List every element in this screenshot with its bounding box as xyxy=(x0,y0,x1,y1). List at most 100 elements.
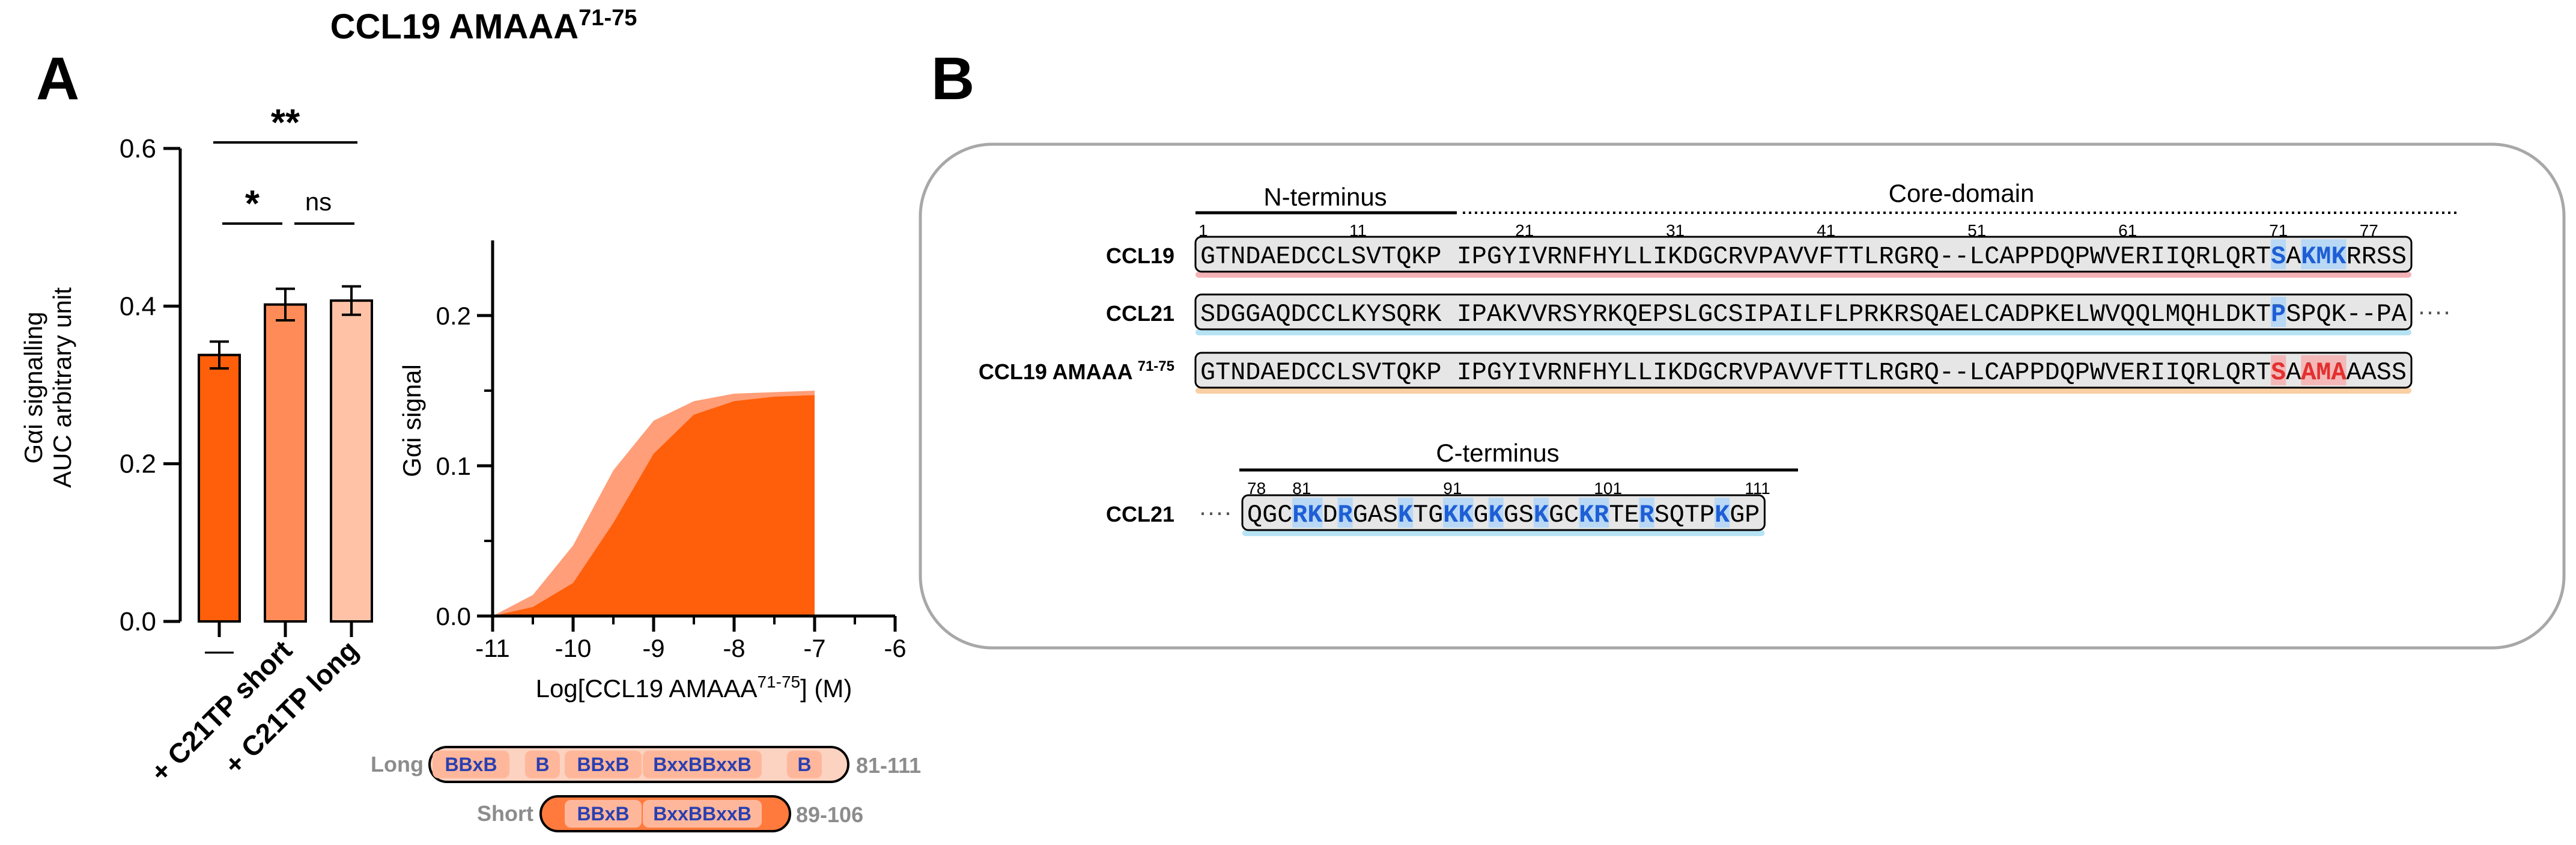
bar-category-labels: —+ C21TP short+ C21TP long xyxy=(144,634,364,788)
residue-highlight xyxy=(2331,355,2347,385)
curve-x-tick-label: -11 xyxy=(475,634,510,662)
curve-y-tick-label: 0.2 xyxy=(436,302,471,330)
sequence-text: GTNDAEDCCLSVTQKP IPGYIVRNFHYLLIKDGCRVPAV… xyxy=(1200,359,2407,387)
sequence-box xyxy=(1194,293,2413,331)
sequence-residue-highlighted: R xyxy=(1639,501,1654,529)
panel-b-letter: B xyxy=(931,45,974,112)
curve-x-tick-label: -9 xyxy=(642,634,664,662)
motif-label: BxxBBxxB xyxy=(653,803,752,825)
sequence-residue-highlighted: K xyxy=(2331,243,2347,271)
sequence-residue-highlighted: K xyxy=(1443,501,1458,529)
curve-chart: Gαi signal 0.00.10.2-11-10-9-8-7-6 Log[C… xyxy=(398,240,907,703)
region-label-nterm: N-terminus xyxy=(1263,183,1387,211)
sequence-name: CCL19 xyxy=(1106,243,1174,268)
sequence-residue-highlighted: A xyxy=(2301,359,2316,387)
curve-axes: 0.00.10.2-11-10-9-8-7-6 xyxy=(436,240,907,662)
bar xyxy=(264,303,307,623)
sequence-panel-frame xyxy=(919,142,2566,650)
curve-x-tick-label: -7 xyxy=(803,634,825,662)
significance-label: ns xyxy=(305,188,332,216)
residue-highlight xyxy=(1337,498,1353,528)
sequence-leading-dots: ···· xyxy=(1198,498,1232,526)
motif-label: B xyxy=(797,754,811,775)
residue-highlight xyxy=(2301,239,2316,269)
curve-x-axis-label: Log[CCL19 AMAAA71-75] (M) xyxy=(536,673,852,703)
significance-label: ** xyxy=(271,102,300,144)
peptide-range: 89-106 xyxy=(796,802,863,827)
bar-y-axis-label-line1: Gαi signalling xyxy=(19,311,47,463)
residue-highlight xyxy=(1639,498,1654,528)
curve-series xyxy=(493,391,815,616)
motif-box xyxy=(565,800,642,828)
bar-series xyxy=(198,285,373,637)
sequence-residue-highlighted: K xyxy=(1489,501,1504,529)
curve-y-tick-label: 0.0 xyxy=(436,602,471,630)
bar xyxy=(198,353,241,623)
peptide-label: Long xyxy=(371,752,424,776)
sequence-underline xyxy=(1195,388,2411,394)
sequence-residue-highlighted: K xyxy=(2301,243,2316,271)
bar-y-axis-label: Gαi signalling AUC arbitrary unit xyxy=(19,287,76,488)
motif-box xyxy=(433,751,509,778)
motif-label: BxxBBxxB xyxy=(653,754,752,775)
sequence-residue-highlighted: K xyxy=(1534,501,1549,529)
motif-box xyxy=(643,751,762,778)
residue-highlight xyxy=(1292,498,1308,528)
bar xyxy=(330,299,373,623)
residue-highlight xyxy=(1488,498,1504,528)
sequence-name: CCL21 xyxy=(1106,502,1174,526)
figure-title: CCL19 AMAAA71-75 xyxy=(330,5,637,46)
motif-box xyxy=(565,751,642,778)
peptide-label: Short xyxy=(477,801,533,826)
residue-highlight xyxy=(2316,239,2331,269)
residue-highlight xyxy=(1443,498,1459,528)
curve-y-tick-label: 0.1 xyxy=(436,452,471,480)
residue-highlight xyxy=(1579,498,1594,528)
curve-x-axis-label-superscript: 71-75 xyxy=(757,673,800,691)
sequence-residue-highlighted: R xyxy=(1594,501,1609,529)
sequence-residue-highlighted: S xyxy=(2271,359,2286,387)
sequence-text: SDGGAQDCCLKYSQRK IPAKVVRSYRKQEPSLGCSIPAI… xyxy=(1200,300,2407,329)
sequence-text: QGCRKDRGASKTGKKGKGSKGCKRTERSQTPKGP xyxy=(1247,501,1760,529)
sequence-underline xyxy=(1242,530,1765,536)
residue-highlight xyxy=(1307,498,1323,528)
sequence-underline xyxy=(1195,329,2411,335)
sequence-residue-highlighted: K xyxy=(1579,501,1594,529)
bar-y-tick-label: 0.0 xyxy=(120,607,156,636)
residue-highlight xyxy=(2331,239,2347,269)
bar-y-tick-label: 0.2 xyxy=(120,450,156,479)
sequence-residue-highlighted: A xyxy=(2331,359,2347,387)
sequence-residue-highlighted: K xyxy=(1715,501,1730,529)
residue-highlight xyxy=(1594,498,1609,528)
motif-label: B xyxy=(535,754,549,775)
curve-x-tick-label: -6 xyxy=(884,634,906,662)
residue-highlight xyxy=(1533,498,1549,528)
residue-highlight xyxy=(1398,498,1414,528)
sequence-residue-highlighted: M xyxy=(2316,359,2331,387)
sequence-residue-highlighted: K xyxy=(1398,501,1413,529)
sequence-trailing-dots: ···· xyxy=(2417,297,2451,325)
figure-title-superscript: 71-75 xyxy=(579,5,637,31)
bar-y-axis-label-line2: AUC arbitrary unit xyxy=(48,287,76,488)
residue-highlight xyxy=(2271,355,2286,385)
sequence-residue-highlighted: K xyxy=(1458,501,1473,529)
bar-significance: ***ns xyxy=(213,102,357,225)
residue-highlight xyxy=(2301,355,2316,385)
residue-highlight xyxy=(1715,498,1730,528)
sequence-underline xyxy=(1195,272,2411,278)
sequence-position-number: 1 xyxy=(1198,221,1208,240)
region-label-cterm: C-terminus xyxy=(1436,439,1559,467)
bar-axes: 0.00.20.40.6 xyxy=(120,134,182,636)
sequence-residue-highlighted: K xyxy=(1307,501,1322,529)
residue-highlight xyxy=(2316,355,2331,385)
sequence-residue-highlighted: R xyxy=(1292,501,1307,529)
motif-label: BBxB xyxy=(577,803,629,825)
bar-y-tick-label: 0.6 xyxy=(120,134,156,163)
sequence-residue-highlighted: P xyxy=(2271,300,2286,329)
residue-highlight xyxy=(2271,297,2286,327)
curve-y-axis-label: Gαi signal xyxy=(398,364,426,477)
motif-box xyxy=(643,800,762,828)
